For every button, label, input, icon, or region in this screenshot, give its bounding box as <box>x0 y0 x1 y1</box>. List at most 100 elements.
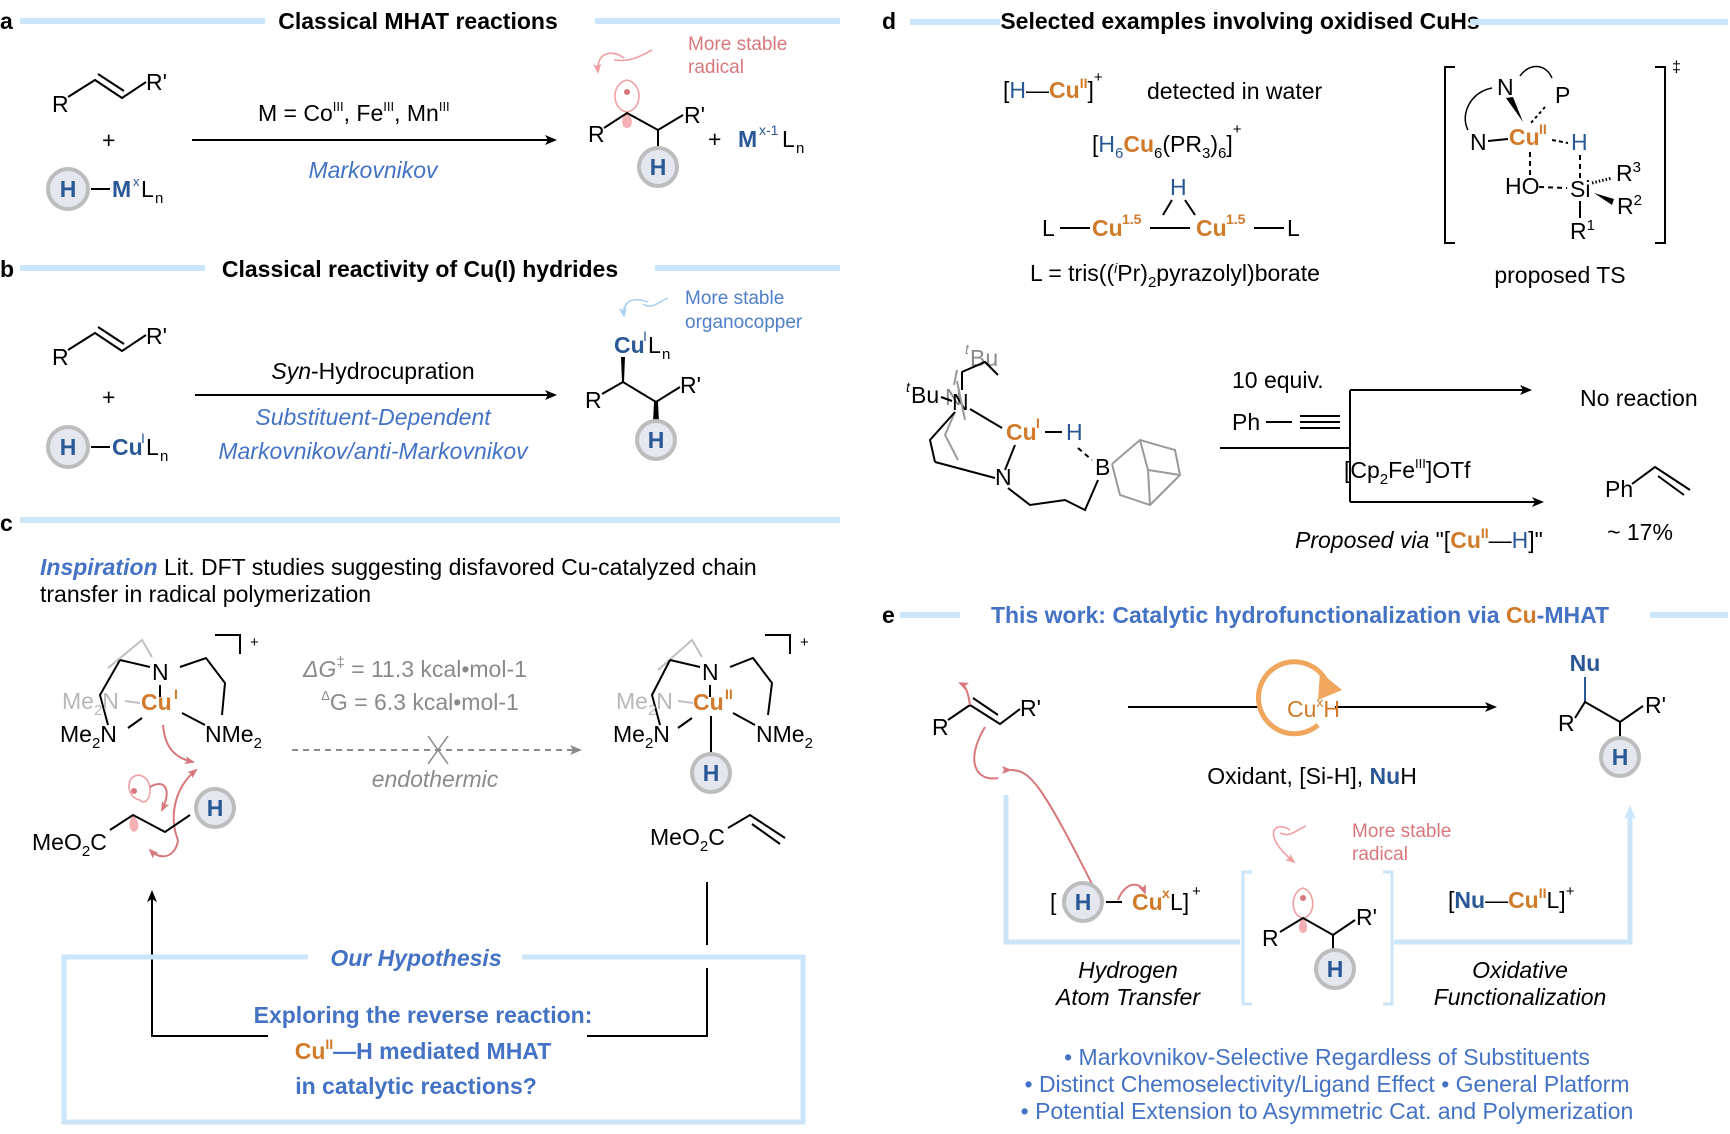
substituent-r: R <box>52 91 69 117</box>
substituent-r: R <box>1262 925 1279 951</box>
substituent-r-prime: R' <box>146 69 167 95</box>
methyl-acrylate: MeO2C <box>650 813 786 855</box>
ligand-subscript: n <box>155 190 163 207</box>
oxidative-step-label-1: Oxidative <box>1472 957 1568 983</box>
hydride-label: H <box>1066 419 1083 445</box>
nitrogen-label: N <box>1497 74 1514 100</box>
p-orbital-icon <box>128 774 151 803</box>
metal-symbol: M <box>738 126 757 152</box>
hydrogen-label: H <box>1327 956 1344 982</box>
substituent-r: R <box>1558 710 1575 736</box>
alkene-substrate: R R' <box>932 682 1101 901</box>
copper-ii-hydride-complex: N Me2N Cu II Me2N NMe2 H + <box>613 634 813 794</box>
hydrogen-atom-icon <box>1314 948 1356 990</box>
metal-oxidation-state: x <box>133 174 140 189</box>
panel-e-letter: e <box>882 602 895 628</box>
panel-d-letter: d <box>882 8 896 34</box>
panel-a-letter: a <box>0 8 13 34</box>
branching-reaction-arrows: 10 equiv. Ph No reaction [Cp2FeIII]OTf P… <box>1220 367 1698 553</box>
reaction-conditions: Oxidant, [Si-H], NuH <box>1207 763 1417 789</box>
oxidative-step-label-2: Functionalization <box>1434 984 1607 1010</box>
copper-i-hydride-borane-complex: t Bu N t Bu N Cu I H N B <box>906 341 1182 512</box>
copper-symbol: Cu <box>693 689 724 715</box>
tert-prefix: t <box>965 341 970 357</box>
ligand-l: L <box>141 176 154 202</box>
copper-oxidation-state: I <box>1036 415 1040 431</box>
ligand-subscript: n <box>796 140 804 157</box>
proposed-intermediate-label: Proposed via "[CuII—H]" <box>1295 525 1543 553</box>
phenyl-label: Ph <box>1605 476 1633 502</box>
copper-symbol: Cu <box>1509 124 1540 150</box>
panel-a: a Classical MHAT reactions R R' + H M x … <box>0 8 840 211</box>
ligand-l: L <box>782 126 795 152</box>
charge-label: + <box>250 634 259 651</box>
cu-ii-hydride-formula: [H—CuII]+ <box>1003 69 1103 103</box>
r3-label: R3 <box>1616 159 1641 186</box>
substituent-r-prime: R' <box>1020 695 1041 721</box>
nucleophile-label: Nu <box>1570 650 1601 676</box>
panel-b-letter: b <box>0 256 14 282</box>
hydrogen-atom-icon <box>637 146 679 188</box>
tert-prefix: t <box>906 379 911 395</box>
nme2-right-label: NMe2 <box>756 721 813 752</box>
hydrogen-label: H <box>1612 744 1629 770</box>
substituent-r-prime: R' <box>1356 904 1377 930</box>
nme2-left-label: Me2N <box>613 721 670 752</box>
transition-state-dagger: ‡ <box>1672 59 1681 76</box>
hydrofunctionalized-product: Nu R R' H <box>1558 650 1666 778</box>
stability-note-line2: radical <box>1352 844 1408 865</box>
copper-symbol: Cu <box>1092 215 1123 241</box>
hydrogen-label: H <box>703 760 720 786</box>
cycle-path-left <box>1003 795 1240 945</box>
feature-bullet: • Distinct Chemoselectivity/Ligand Effec… <box>1025 1071 1630 1097</box>
panel-c: c Inspiration Lit. DFT studies suggestin… <box>0 510 840 1125</box>
feature-bullet: • Potential Extension to Asymmetric Cat.… <box>1021 1098 1634 1124</box>
hydrogen-atom-icon <box>690 752 732 794</box>
hydrogen-label: H <box>60 434 77 460</box>
copper-oxidation-state: 1.5 <box>1226 211 1246 227</box>
panel-a-title: Classical MHAT reactions <box>278 8 558 34</box>
substituent-r-prime: R' <box>146 323 167 349</box>
ligand-subscript: n <box>160 448 168 465</box>
substituent-r-prime: R' <box>684 102 705 128</box>
yield-label: ~ 17% <box>1607 519 1673 545</box>
hat-step-label-2: Atom Transfer <box>1054 984 1201 1010</box>
nme2-left-label: Me2N <box>60 721 117 752</box>
ester-group-right: MeO2C <box>650 824 725 855</box>
copper-hydride-species: [ H Cu x L] + <box>1050 881 1201 923</box>
panel-b-title: Classical reactivity of Cu(I) hydrides <box>222 256 618 282</box>
copper-oxidation-state: I <box>174 686 178 702</box>
copper-oxidation-state: II <box>1539 121 1547 137</box>
stability-note-line1: More stable <box>688 34 787 55</box>
regioselectivity-label-2: Markovnikov/anti-Markovnikov <box>218 438 529 464</box>
detected-in-water-label: detected in water <box>1147 78 1323 104</box>
plus-sign: + <box>102 127 115 153</box>
copper-oxidation-state: II <box>725 686 733 702</box>
radical-product: More stable radical R R' H <box>588 34 787 188</box>
hydroxide-label: HO <box>1505 173 1540 199</box>
substituent-r: R <box>52 344 69 370</box>
substituent-r: R <box>932 714 949 740</box>
charge-label: + <box>1192 883 1201 900</box>
copper-oxidation-state: 1.5 <box>1122 211 1142 227</box>
byproduct: + M x-1 L n <box>708 122 804 157</box>
stability-note-line2: organocopper <box>685 312 803 333</box>
copper-oxidation-state: I <box>643 328 647 344</box>
bracket-open: [ <box>1050 889 1057 915</box>
silicon-label: Si <box>1570 176 1590 202</box>
nitrogen-label: N <box>1470 129 1487 155</box>
hydrogen-atom-icon <box>46 425 90 469</box>
substituent-r: R <box>588 121 605 147</box>
hypothesis-line-3: in catalytic reactions? <box>295 1073 537 1099</box>
copper-hydride-cluster-formula: [H6Cu6(PR3)6]+ <box>1092 121 1242 162</box>
reagent-equivalents-label: 10 equiv. <box>1232 367 1324 393</box>
substituent-r-prime: R' <box>1645 692 1666 718</box>
intermediate-bracket-right <box>1383 870 1394 1006</box>
metal-hydride-reagent: H M x L n <box>46 167 163 211</box>
stability-note-line1: More stable <box>1352 821 1451 842</box>
panel-d-title: Selected examples involving oxidised CuH… <box>1000 8 1479 34</box>
radical-intermediate: More stable radical R R' H <box>1262 821 1451 990</box>
oxidant-label: [Cp2FeIII]OTf <box>1344 456 1471 488</box>
tbu-label-left: Bu <box>911 382 939 408</box>
reaction-energy-label: ΔG = 6.3 kcal•mol-1 <box>321 688 519 715</box>
